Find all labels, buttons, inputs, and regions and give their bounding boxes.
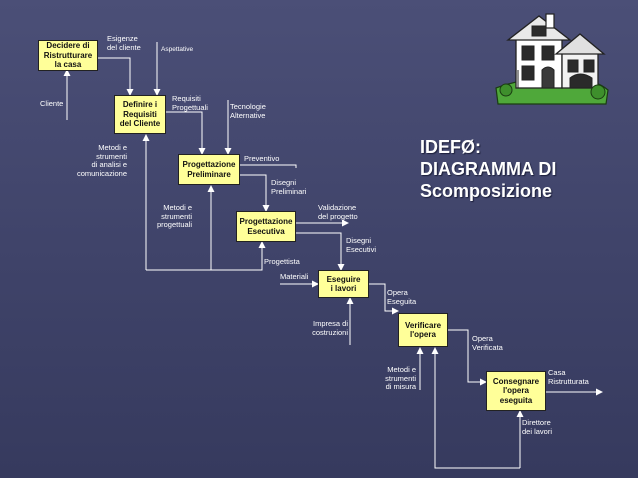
arrow-preventivo [240,164,297,168]
label-validazione: Validazione del progetto [318,203,358,221]
arrow-direttore-loop [431,347,520,469]
box-consegnare[interactable]: Consegnare l'opera eseguita [486,371,546,411]
label-disegni-prel: Disegni Preliminari [271,178,307,196]
box-esecutiva[interactable]: Progettazione Esecutiva [236,211,296,242]
house-clipart-icon [495,13,609,105]
label-progettista: Progettista [264,257,300,266]
diagram-title: IDEFØ: DIAGRAMMA DI Scomposizione [420,137,557,201]
label-tecnologie: Tecnologie Alternative [230,102,266,120]
label-disegni-esec: Disegni Esecutivi [346,236,377,254]
box-decidere[interactable]: Decidere di Ristrutturare la casa [38,40,98,71]
label-direttore: Direttore dei lavori [522,418,553,436]
box-verificare[interactable]: Verificare l'opera [398,313,448,347]
label-aspettative: Aspettative [161,46,194,53]
box-eseguire[interactable]: Eseguire i lavori [318,270,369,298]
arrow-opera-verificata [448,329,487,386]
arrow-requisiti [166,111,206,155]
label-opera-eseguita: Opera Eseguita [387,288,417,306]
label-preventivo: Preventivo [244,154,280,163]
label-metodi-analisi: Metodi e strumenti di analisi e comunica… [76,143,127,178]
label-requisiti: Requisiti Progettuali [172,94,208,112]
label-materiali: Materiali [280,272,309,281]
label-casa: Casa Ristrutturata [548,368,589,386]
label-opera-verificata: Opera Verificata [472,334,503,352]
arrow-disegni-esec [296,232,345,271]
label-esigenze: Esigenze del cliente [107,34,141,52]
arrow-progettista [146,241,266,271]
arrow-opera-eseguita [369,283,399,315]
label-impresa: Impresa di costruzioni [312,319,348,337]
label-cliente: Cliente [40,99,64,108]
box-definire[interactable]: Definire i Requisiti del Cliente [114,95,166,134]
arrow-disegni-prel [240,174,270,212]
arrow-esigenze [98,57,134,96]
label-metodi-misura: Metodi e strumenti di misura [385,365,416,391]
box-preliminare[interactable]: Progettazione Preliminare [178,154,240,185]
label-metodi-prog: Metodi e strumenti progettuali [156,203,192,229]
